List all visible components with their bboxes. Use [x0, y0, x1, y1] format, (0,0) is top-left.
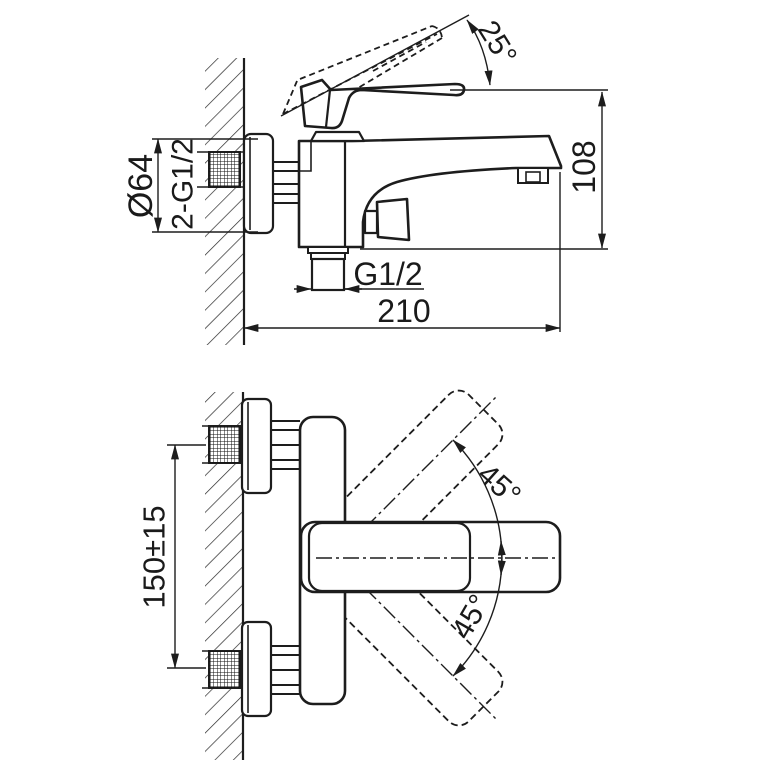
mounting-eccentric: [208, 151, 241, 188]
wall-hatch: [205, 58, 244, 345]
supply-connection: [273, 161, 300, 204]
dim-shower-thread-label: G1/2: [353, 256, 422, 292]
cartridge-cap: [309, 130, 366, 143]
dim-spacing-label: 150±15: [137, 505, 172, 608]
spout-swivel-down-dashed: [318, 541, 504, 727]
dim-height-label: 108: [566, 140, 602, 193]
swivel-arc: [452, 439, 506, 677]
shower-outlet: [307, 246, 349, 292]
plan-view: 45° 45° 150±15: [137, 389, 562, 760]
aerator: [517, 167, 549, 184]
mounting-eccentric-top: [208, 425, 241, 464]
handle-plan: [307, 521, 472, 593]
dim-swivel-down-label: 45°: [445, 589, 496, 645]
dim-swivel-up-label: 45°: [471, 458, 527, 513]
dim-height: 108: [360, 91, 608, 250]
escutcheon-flange: [242, 132, 275, 235]
front-elevation-view: 25° Ø64 2-G1/2 G1/2 210 108: [122, 14, 608, 345]
lever-handle: [299, 78, 466, 130]
dim-handle-angle-label: 25°: [471, 15, 523, 71]
escutcheon-flange-top: [240, 397, 273, 495]
dim-flange-diameter-label: Ø64: [122, 154, 160, 218]
dim-reach-label: 210: [377, 293, 430, 329]
faucet-body-and-spout: [297, 134, 563, 249]
mounting-eccentric-bottom: [208, 650, 241, 689]
dim-shower-thread: G1/2: [294, 256, 424, 293]
dim-wall-thread-label: 2-G1/2: [167, 138, 200, 230]
body-inner-step: [299, 141, 312, 172]
dim-flange-diameter: Ø64 2-G1/2: [122, 138, 258, 233]
dim-reach: 210: [243, 172, 561, 332]
handle-raised-dashed: [282, 25, 443, 115]
supply-connection-bottom: [271, 645, 300, 695]
diverter-knob: [363, 197, 411, 242]
supply-connection-top: [271, 420, 300, 470]
escutcheon-flange-bottom: [240, 620, 273, 718]
dim-spacing: 150±15: [137, 444, 206, 669]
